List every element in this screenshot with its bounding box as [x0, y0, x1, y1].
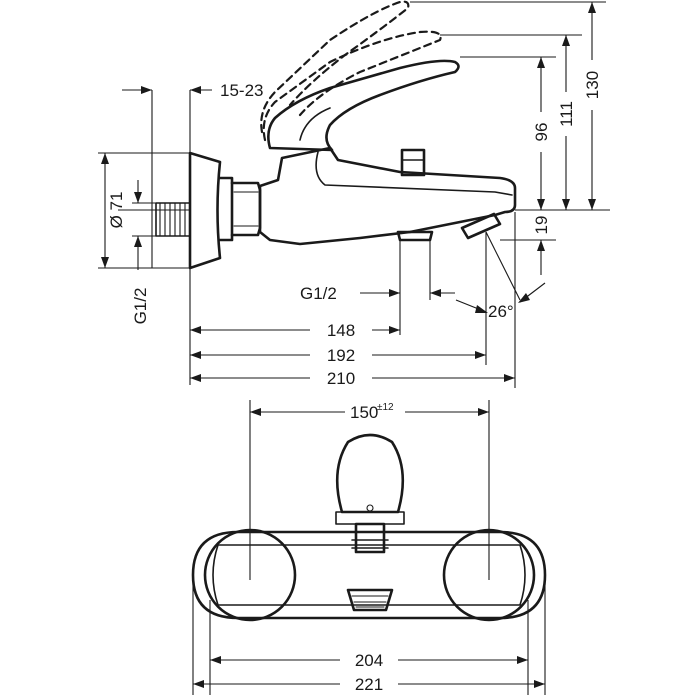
arrow	[475, 351, 486, 359]
body-inner	[212, 544, 526, 606]
mixer-body-front	[191, 530, 547, 620]
handle-solid	[267, 59, 460, 152]
rosette-left	[203, 528, 297, 622]
aerator-mesh	[351, 595, 389, 608]
dim-192: 192	[327, 346, 355, 365]
arrow	[190, 351, 201, 359]
label-bg	[310, 318, 372, 340]
arrow	[210, 656, 221, 664]
arrow	[190, 326, 201, 334]
arrow	[190, 86, 201, 94]
wall-rosette	[188, 151, 222, 270]
dim-210: 210	[327, 369, 355, 388]
arrow	[504, 374, 515, 382]
label-bg	[340, 672, 398, 694]
label-bg	[531, 112, 551, 152]
arrow	[101, 153, 109, 164]
arrow	[537, 240, 545, 251]
body-contour	[315, 151, 513, 196]
dim-150: 150	[350, 403, 378, 422]
outlet-bottom	[396, 230, 434, 242]
dim-diameter: Ø 71	[107, 192, 126, 229]
arrow	[134, 236, 142, 247]
diverter-knob	[400, 148, 426, 177]
arrow	[475, 305, 488, 313]
dim-204: 204	[355, 651, 383, 670]
arrow	[134, 192, 142, 203]
arrow	[193, 680, 204, 688]
label-bg	[310, 343, 372, 365]
nut	[230, 181, 262, 237]
arrow	[588, 2, 596, 13]
arrow	[562, 199, 570, 210]
arrow	[141, 86, 152, 94]
handle-inner	[299, 107, 331, 141]
arrow	[430, 289, 441, 297]
diverter-grip	[351, 539, 389, 549]
diverter-front	[354, 522, 386, 554]
arrow	[517, 656, 528, 664]
angle-leg	[485, 231, 521, 301]
arrow	[537, 57, 545, 68]
label-bg	[556, 92, 576, 136]
arrow	[588, 199, 596, 210]
arrow	[518, 293, 530, 303]
label-bg	[310, 366, 372, 388]
dim-150-tolerance: ±12	[377, 402, 394, 413]
arrow	[389, 289, 400, 297]
dim-inlet-thread: G1/2	[131, 288, 150, 325]
handle-pos-mid	[262, 30, 442, 142]
aerator	[346, 588, 394, 612]
label-bg	[340, 648, 398, 670]
dim-111: 111	[557, 101, 576, 127]
thread-hatch	[159, 202, 186, 237]
dim-wall-range: 15-23	[220, 81, 263, 100]
handle-front	[335, 433, 405, 514]
mixer-body	[258, 146, 517, 246]
dim-19: 19	[532, 216, 551, 235]
dim-148: 148	[327, 321, 355, 340]
arrow	[562, 35, 570, 46]
dim-96: 96	[532, 123, 551, 142]
dim-130: 130	[583, 71, 602, 99]
nut-lines	[233, 191, 259, 227]
handle-screw	[366, 504, 374, 512]
outlet-angled	[460, 212, 502, 240]
arrow	[101, 257, 109, 268]
front-view: 150 ±12 204 221	[191, 400, 547, 695]
nut-left	[218, 176, 234, 242]
side-view: Ø 71 G1/2 15-23 G1/2 26°	[98, 0, 610, 388]
handle-base	[335, 511, 405, 525]
handle-pos-high	[260, 0, 410, 134]
dim-221: 221	[355, 675, 383, 694]
arrow	[478, 408, 489, 416]
arrow	[534, 680, 545, 688]
label-bg	[582, 60, 602, 110]
label-bg	[345, 400, 405, 422]
dim-outlet-thread: G1/2	[300, 284, 337, 303]
arrow	[190, 374, 201, 382]
dim-angle: 26°	[488, 302, 514, 321]
arrow	[250, 408, 261, 416]
rosette-right	[442, 528, 536, 622]
arrow	[389, 326, 400, 334]
